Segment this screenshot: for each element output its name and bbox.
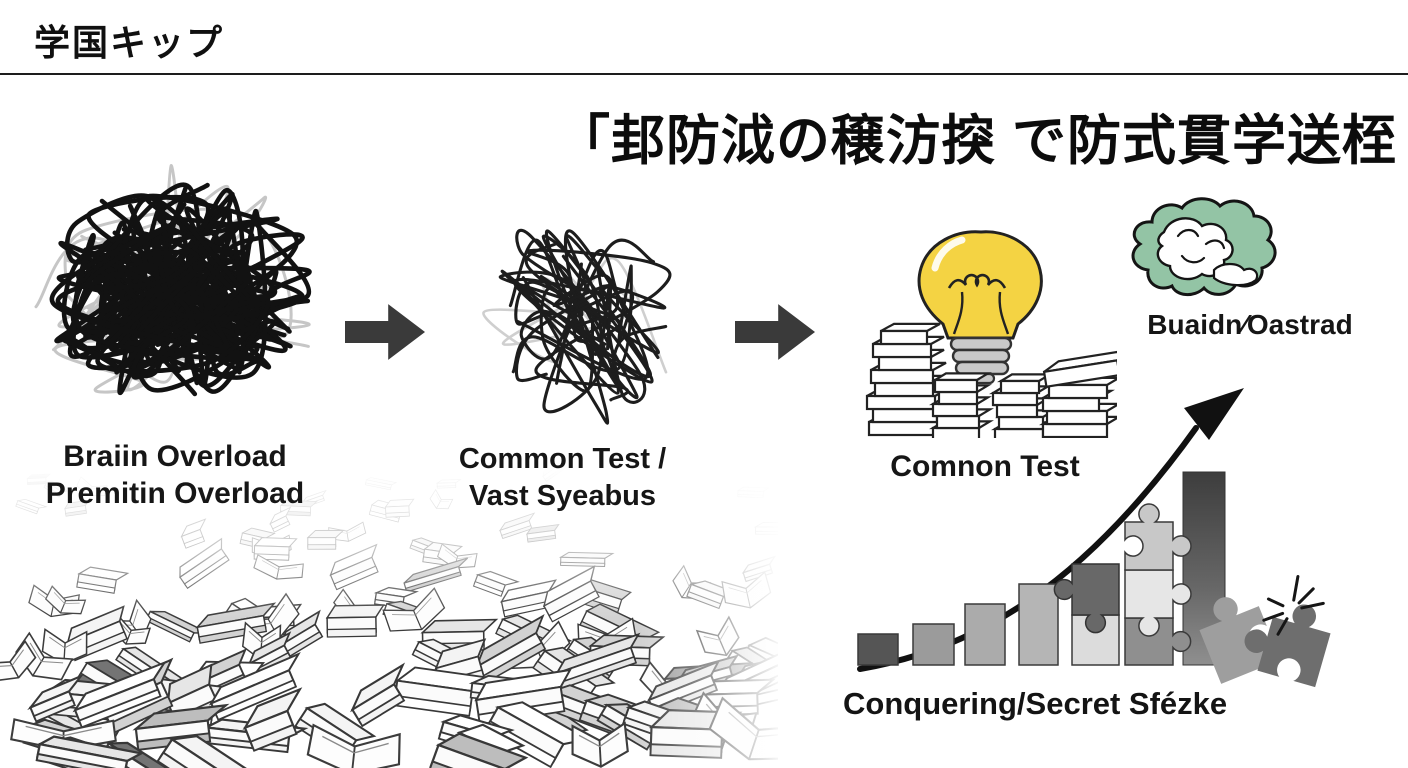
divider — [0, 73, 1408, 75]
chart-caption: Conquering/Secret Sfézke — [843, 686, 1228, 721]
loose-scribble-illustration — [482, 228, 672, 425]
arrow-right-icon — [735, 304, 815, 360]
page-title: 学国キップ — [34, 22, 225, 63]
growth-chart-illustration — [857, 388, 1331, 688]
common-test-label: Comnon Test — [890, 450, 1080, 483]
stage-test-line2: Vast Syeabus — [469, 480, 656, 512]
main-heading: 「邽防泧の穣汸揬 で防式貫学送桎 — [556, 111, 1398, 171]
books-lightbulb-illustration — [865, 230, 1117, 438]
puzzle-stack — [1124, 503, 1192, 666]
brain-label: Buaidn⁄Oastrad — [1147, 309, 1353, 340]
books-pile-illustration — [0, 468, 778, 768]
brain-icon — [1131, 197, 1277, 296]
arrow-right-icon — [345, 304, 425, 360]
stage-test-label: Common Test / Vast Syeabus — [415, 441, 710, 515]
stage-overload-line1: Braiin Overload — [63, 440, 287, 473]
stage-overload-label: Braiin Overload Premitin Overload — [5, 438, 345, 512]
puzzle-clash-icon — [1199, 597, 1331, 688]
dense-scribble-illustration — [34, 164, 312, 397]
book-stacks — [865, 322, 1117, 438]
lightbulb-icon — [917, 230, 1043, 385]
stage-overload-line2: Premitin Overload — [45, 477, 305, 510]
stage-test-line1: Common Test / — [458, 443, 667, 475]
starburst-icon — [1262, 575, 1325, 636]
